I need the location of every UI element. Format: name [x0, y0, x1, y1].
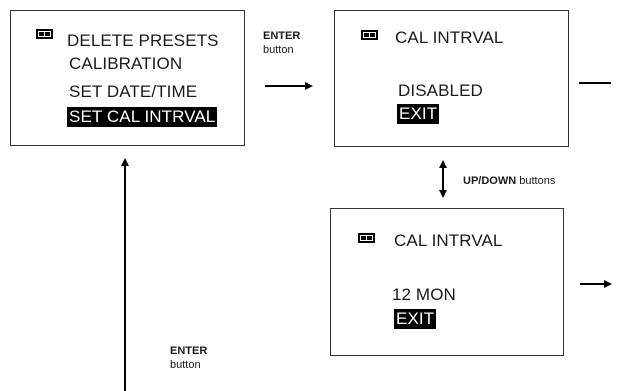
enter-label-rest: button — [170, 359, 201, 371]
battery-icon — [36, 29, 53, 39]
updown-label-bold: UP/DOWN — [463, 175, 517, 187]
menu-item-set-date-time: SET DATE/TIME — [69, 82, 198, 101]
updown-label-rest: buttons — [519, 175, 556, 187]
exit-option: EXIT — [394, 309, 437, 329]
enter-label-bold: ENTER — [263, 30, 301, 42]
enter-button-label-top: ENTER button — [263, 29, 300, 57]
battery-icon — [361, 30, 378, 40]
battery-icon — [358, 233, 375, 243]
menu-item-set-cal-intrval: SET CAL INTRVAL — [67, 107, 218, 127]
enter-label-bold: ENTER — [170, 345, 208, 357]
cal-interval-disabled-screen: CAL INTRVAL DISABLED EXIT — [334, 10, 569, 147]
menu-item-calibration: CALIBRATION — [69, 54, 183, 73]
enter-label-rest: button — [263, 44, 294, 56]
screen-title: CAL INTRVAL — [395, 28, 504, 47]
menu-screen: DELETE PRESETS CALIBRATION SET DATE/TIME… — [10, 10, 245, 146]
exit-option: EXIT — [397, 104, 440, 124]
screen-title: CAL INTRVAL — [394, 231, 503, 250]
updown-buttons-label: UP/DOWN buttons — [463, 174, 555, 188]
enter-button-label-bottom: ENTER button — [170, 344, 207, 372]
interval-value: DISABLED — [398, 81, 483, 100]
menu-item-delete-presets: DELETE PRESETS — [67, 31, 219, 50]
interval-value: 12 MON — [392, 285, 456, 304]
cal-interval-12mon-screen: CAL INTRVAL 12 MON EXIT — [330, 208, 564, 356]
